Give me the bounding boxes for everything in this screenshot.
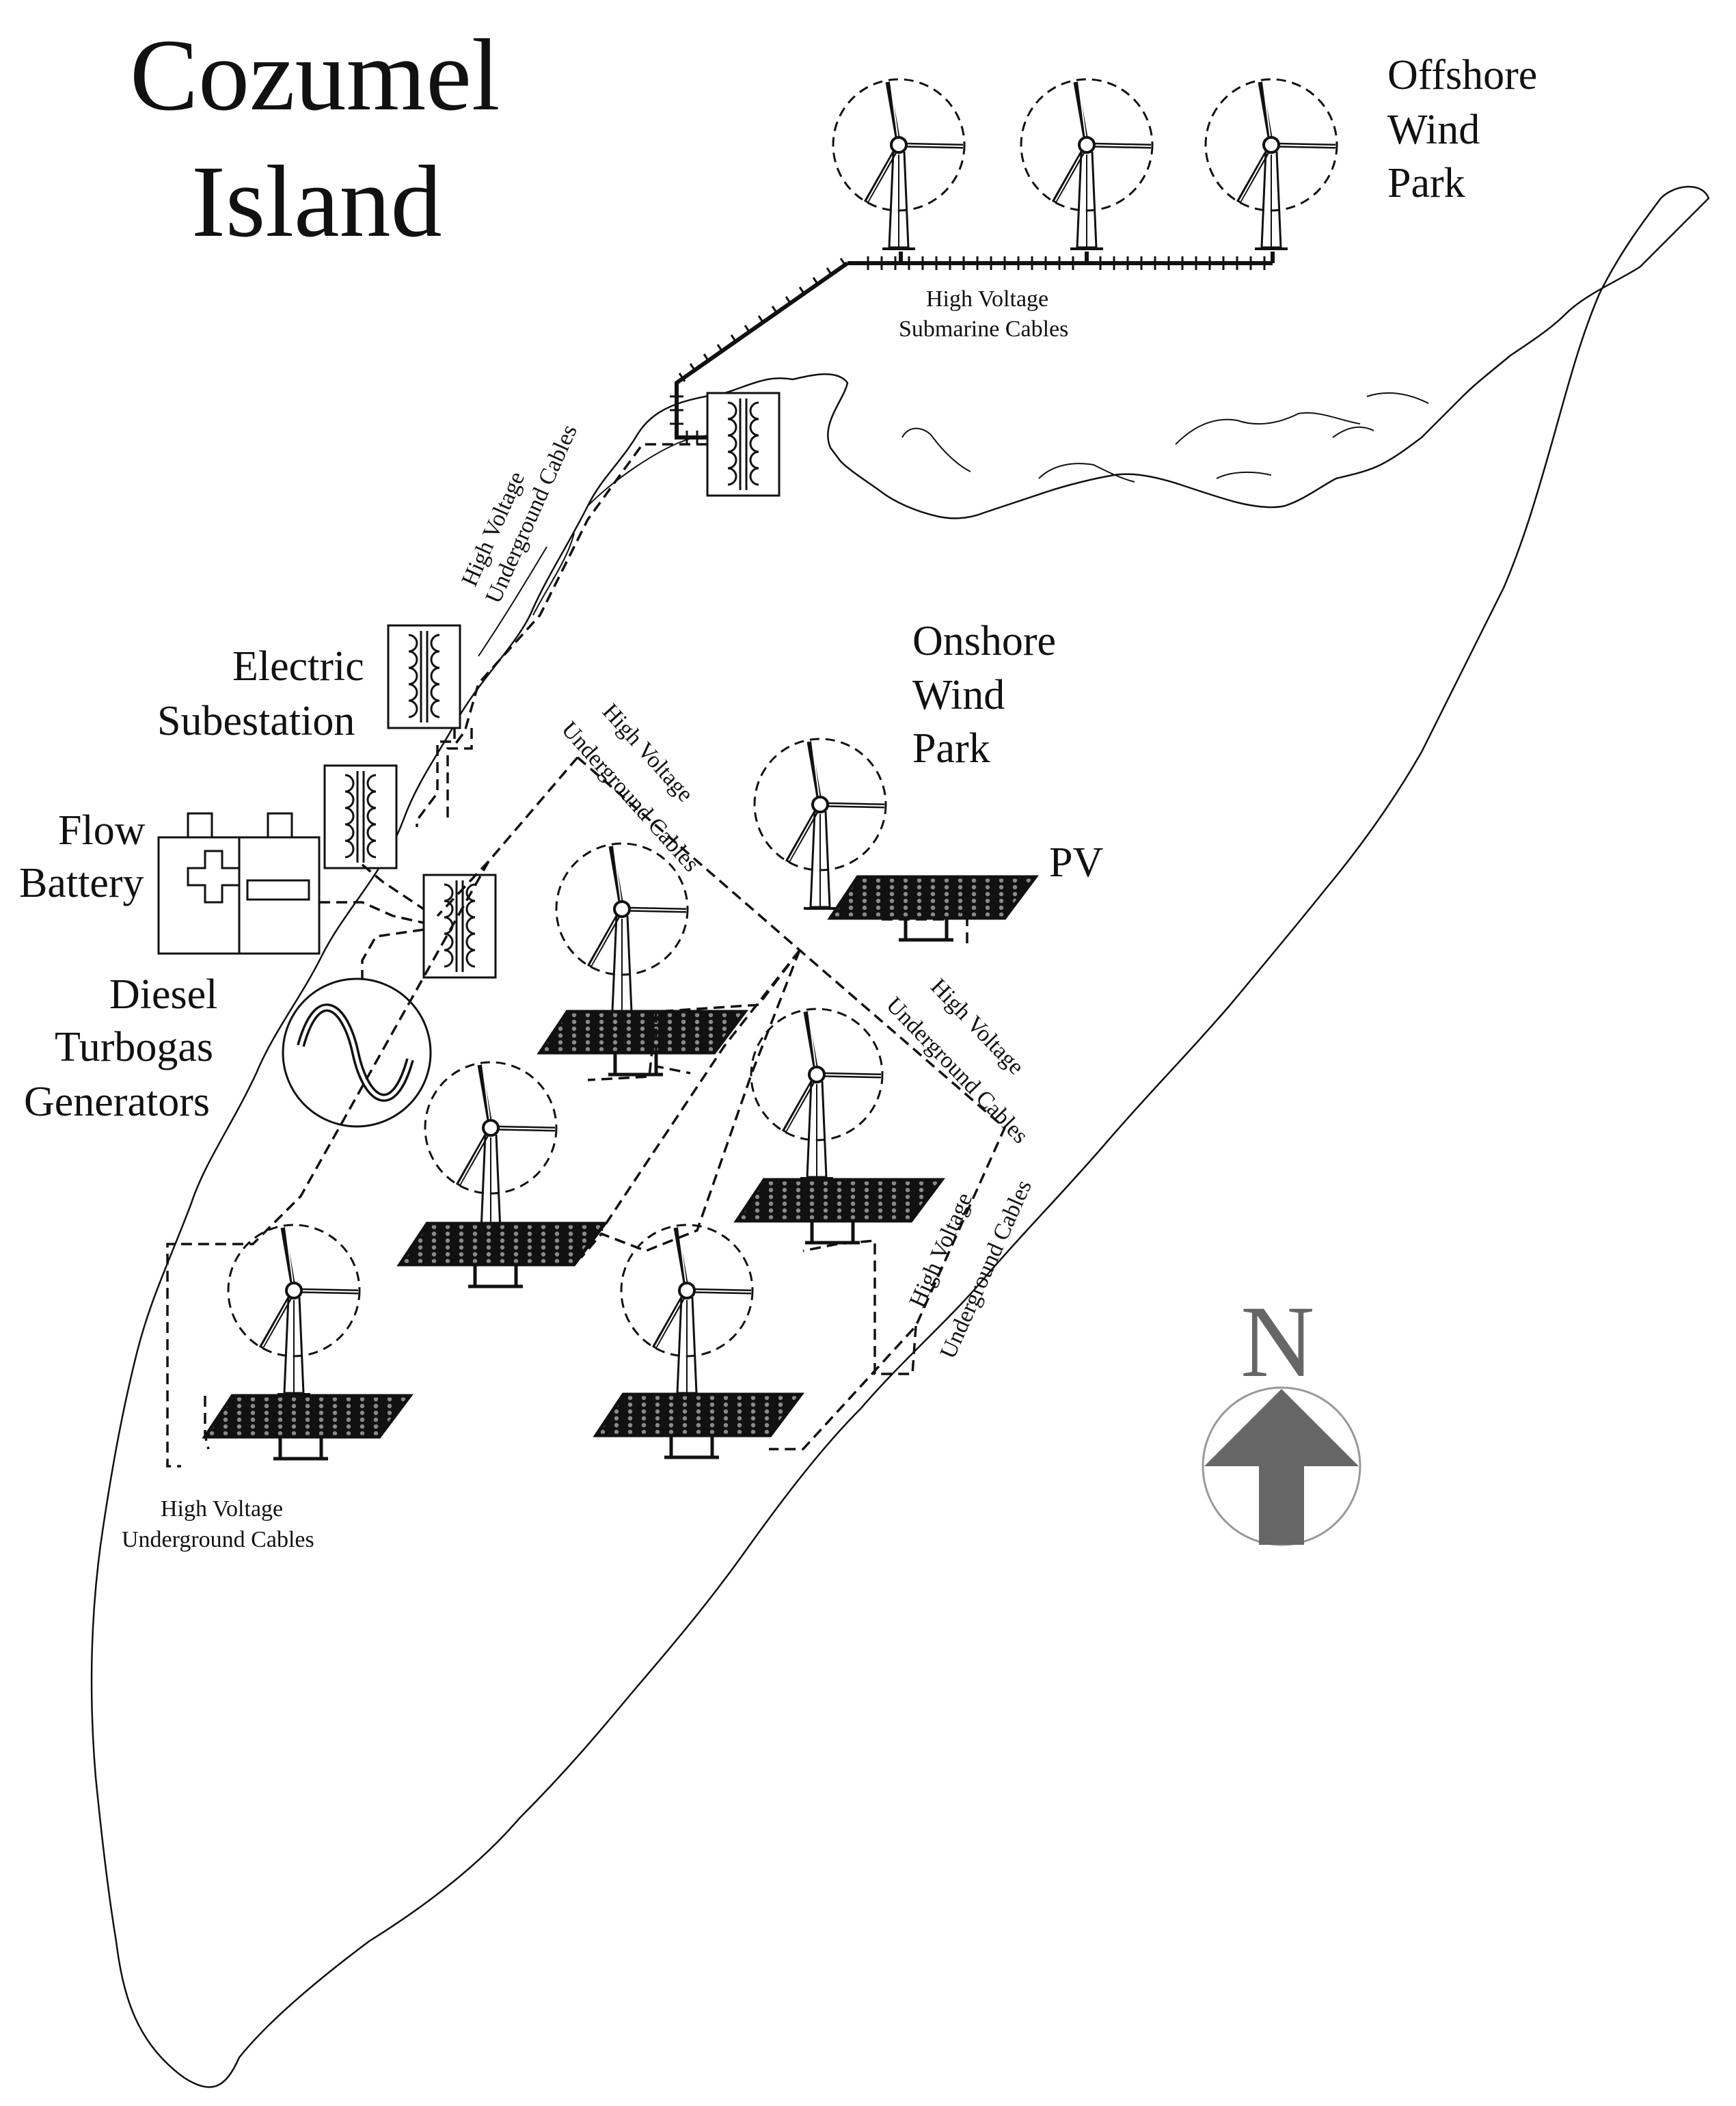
underground-cable-north — [453, 443, 707, 746]
offshore-wind-turbine-icon — [1206, 79, 1337, 249]
underground-cable-label-sw-2: Underground Cables — [122, 1527, 314, 1552]
battery-label-2: Battery — [19, 860, 144, 906]
offshore-label-1: Offshore — [1387, 52, 1537, 98]
submarine-cable-label-2: Submarine Cables — [899, 316, 1068, 342]
map-title-line1: Cozumel — [130, 18, 500, 132]
north-arrow-icon — [1202, 1386, 1361, 1546]
underground-cable-label-sw-1: High Voltage — [161, 1496, 283, 1522]
offshore-label-2: Wind — [1387, 107, 1480, 153]
north-label: N — [1240, 1285, 1314, 1399]
onshore-wind-turbine-icon — [228, 1225, 360, 1394]
pv-label: PV — [1049, 839, 1103, 886]
submarine-cable — [675, 252, 1275, 440]
battery-transformer-icon — [323, 764, 398, 869]
onshore-wind-turbine-icon — [751, 1009, 882, 1178]
solar-panel-icon — [830, 877, 1035, 940]
solar-panel-icon — [400, 1224, 605, 1286]
generator-transformer-icon — [422, 874, 497, 979]
flow-battery-icon — [157, 812, 321, 955]
submarine-cable-label-1: High Voltage — [926, 286, 1048, 312]
substation-feeder — [416, 728, 473, 827]
solar-panel-icon — [205, 1396, 410, 1459]
onshore-label-3: Park — [912, 725, 990, 772]
battery-label-1: Flow — [58, 807, 146, 854]
onshore-label-1: Onshore — [912, 618, 1056, 664]
substation-label-2: Subestation — [157, 698, 355, 744]
offshore-label-3: Park — [1387, 160, 1465, 206]
onshore-wind-turbine-icon — [425, 1062, 556, 1232]
offshore-wind-turbine-icon — [1021, 79, 1152, 249]
offshore-wind-turbine-icon — [833, 79, 964, 249]
substation-label-1: Electric — [232, 643, 364, 690]
island-outline — [90, 185, 1710, 2088]
diesel-label-1: Diesel — [109, 971, 217, 1018]
onshore-wind-turbine-icon — [621, 1225, 752, 1394]
diesel-label-3: Generators — [24, 1079, 210, 1125]
onshore-wind-turbine-icon — [556, 843, 688, 1013]
transformer-icon — [706, 392, 781, 497]
lagoon-outline — [901, 392, 1429, 483]
substation-transformer-icon — [387, 624, 461, 729]
ac-generator-icon — [282, 977, 432, 1128]
map-title-line2: Island — [191, 145, 442, 258]
submarine-cable-ticks — [670, 256, 1266, 444]
solar-panel-icon — [540, 1012, 745, 1075]
diesel-label-2: Turbogas — [55, 1024, 213, 1070]
battery-cable — [319, 863, 424, 924]
solar-panel-icon — [596, 1394, 801, 1457]
generator-cable — [361, 928, 424, 979]
underground-cable-branch — [655, 918, 948, 1075]
solar-panel-icon — [737, 1180, 942, 1243]
onshore-label-2: Wind — [912, 672, 1005, 718]
